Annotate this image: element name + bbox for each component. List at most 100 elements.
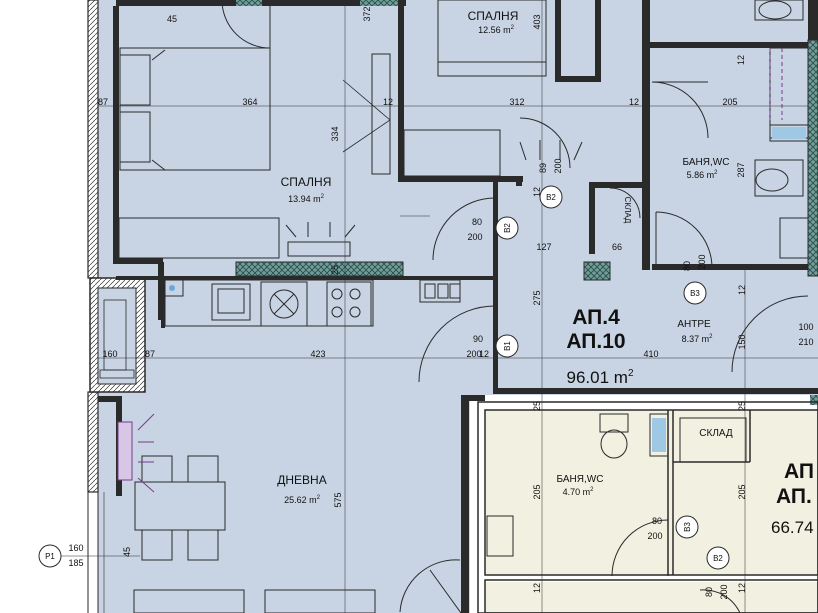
dim-275: 275 [532,290,542,305]
room-name-storage-upper: СКЛАД [623,197,632,224]
bath-blue-fixture [772,127,806,139]
insulation-strip-5 [807,39,818,277]
door-tag-b1: B1 [503,341,512,351]
dim-89: 89 [538,163,548,173]
dim-200d: 200 [647,531,662,541]
room-name-storage-lower: СКЛАД [699,428,733,439]
dim-87a: 87 [98,97,108,107]
dim-12g: 12 [737,583,747,593]
dim-210: 210 [798,337,813,347]
dim-80b: 80 [682,261,692,271]
dimension-lines [60,0,818,613]
dim-364: 364 [242,97,257,107]
dim-200e: 200 [719,584,729,599]
insulation-strip-4 [360,0,398,6]
dim-160b: 160 [68,543,83,553]
insulation-strip-2 [583,261,611,281]
door-tag-b2a: B2 [503,223,512,233]
dim-12c: 12 [736,55,746,65]
dim-410: 410 [643,349,658,359]
lower-unit-floor-2 [485,582,818,613]
room-area-bedroom-upper: 12.56 m2 [478,25,515,35]
dim-100: 100 [798,322,813,332]
dim-80c: 80 [652,516,662,526]
kitchen-counter [164,279,461,327]
dim-80a: 80 [472,217,482,227]
dim-185: 185 [68,558,83,568]
apartment-number-2: АП.10 [566,330,625,353]
door-tag-b2c: B2 [713,554,723,563]
dim-160a: 160 [102,349,117,359]
ventilation-shaft [89,277,146,393]
door-tag-b3b: B3 [683,522,692,532]
dim-66: 66 [612,242,622,252]
room-name-bedroom-upper: СПАЛНЯ [468,9,519,23]
dim-45b: 45 [122,547,132,557]
dim-12e: 12 [479,349,489,359]
door-tag-b2b: B2 [546,193,556,202]
sink-blue [169,285,175,291]
dim-25a: 25 [330,265,340,275]
lower-unit-walls [477,401,818,613]
door-tag-circles [38,185,730,570]
dim-12b: 12 [629,97,639,107]
room-area-bath-lower: 4.70 m2 [563,487,595,497]
dim-45-top: 45 [167,14,177,24]
double-bed-left [119,47,271,171]
dimension-labels: 45 372 403 87 364 12 312 12 205 12 287 3… [68,6,813,599]
dim-200f: 200 [553,158,563,173]
dim-127: 127 [536,242,551,252]
bed-upper [403,0,547,177]
dim-90: 90 [473,334,483,344]
next-apartment-number-2: АП. [776,485,812,508]
dim-87b: 87 [145,349,155,359]
dim-372: 372 [362,6,372,21]
door-tag-p1: P1 [45,552,55,561]
dim-200c: 200 [466,349,481,359]
room-name-bath-upper: БАНЯ,WC [683,157,730,168]
dim-200a: 200 [467,232,482,242]
dim-205a: 205 [722,97,737,107]
next-apartment-number-1: АП [784,460,814,483]
apartment-number-1: АП.4 [572,306,620,329]
apartment-total-area: 96.01 m2 [567,368,634,387]
dim-12h: 12 [737,285,747,295]
dim-334: 334 [330,126,340,141]
room-name-living: ДНЕВНА [277,473,326,487]
dim-403: 403 [532,14,542,29]
dim-287: 287 [736,162,746,177]
apartment-floor [98,0,818,613]
bath-lower-blue [652,418,666,452]
dim-205b: 205 [532,484,542,499]
dining-table [133,455,376,613]
next-apartment-total: 66.74 [771,518,814,537]
dim-150: 150 [737,334,747,349]
dim-12f: 12 [532,583,542,593]
dim-205c: 205 [737,484,747,499]
dim-12a: 12 [383,97,393,107]
insulation-strip-1 [235,261,404,277]
dim-312: 312 [509,97,524,107]
lower-unit-floor [485,410,818,575]
dim-25b: 25 [532,401,542,411]
dim-25c: 25 [737,401,747,411]
room-area-entrance: 8.37 m2 [682,334,714,344]
door-swings [221,0,809,613]
room-name-entrance: АНТРЕ [677,319,711,330]
dim-575: 575 [333,492,343,507]
room-area-bedroom-left: 13.94 m2 [288,194,325,204]
bath-lower-fixtures [486,413,747,557]
wardrobe-left [118,53,391,259]
dim-200b: 200 [697,254,707,269]
air-flow-arrows [137,413,155,493]
view-triangle [342,79,391,153]
dim-80d: 80 [704,587,714,597]
dim-423: 423 [310,349,325,359]
door-tag-b3a: B3 [690,289,700,298]
radiator [117,421,133,481]
bath-pipes [769,48,783,120]
insulation-strip-3 [236,0,262,6]
room-name-bath-lower: БАНЯ,WC [557,474,604,485]
room-area-bath-upper: 5.86 m2 [687,170,719,180]
